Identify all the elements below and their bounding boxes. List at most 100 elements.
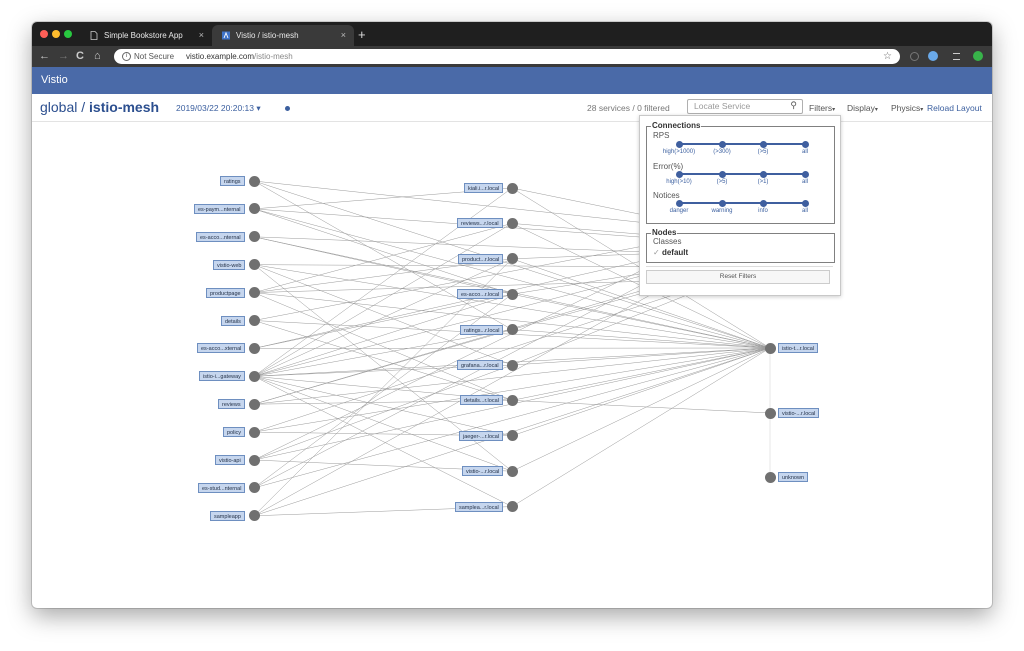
home-icon[interactable]: ⌂ bbox=[94, 50, 101, 62]
locate-service-input[interactable]: Locate Service⚲ bbox=[687, 99, 803, 114]
node-label[interactable]: es-acco...xternal bbox=[197, 343, 246, 354]
node-label[interactable]: product...r.local bbox=[458, 253, 504, 264]
filter-slider-label[interactable]: info bbox=[758, 208, 768, 214]
node-circle[interactable] bbox=[248, 203, 260, 215]
extension-icon[interactable] bbox=[973, 51, 983, 61]
node-circle[interactable] bbox=[506, 182, 518, 194]
node-circle[interactable] bbox=[248, 398, 260, 410]
filter-slider-track[interactable] bbox=[679, 173, 805, 175]
node-circle[interactable] bbox=[764, 471, 776, 483]
filter-slider-label[interactable]: (>1) bbox=[757, 179, 769, 185]
node-label[interactable]: grafana...r.local bbox=[457, 360, 503, 370]
timestamp-selector[interactable]: 2019/03/22 20:20:13 ▾ bbox=[176, 103, 261, 113]
menu-icon[interactable] bbox=[953, 53, 960, 60]
filter-slider-stop[interactable] bbox=[718, 170, 726, 178]
node-label[interactable]: vistio-web bbox=[213, 259, 246, 270]
back-icon[interactable]: ← bbox=[39, 50, 50, 62]
extension-icon[interactable] bbox=[928, 51, 938, 61]
extension-icon[interactable] bbox=[910, 52, 919, 61]
zoom-window-dot[interactable] bbox=[64, 30, 72, 38]
brand-title[interactable]: Vistio bbox=[41, 74, 68, 86]
node-label[interactable]: vistio-api bbox=[215, 455, 245, 465]
node-label[interactable]: istio-i...gateway bbox=[199, 371, 245, 382]
breadcrumb-global[interactable]: global bbox=[40, 99, 78, 115]
node-label[interactable]: sampleapp bbox=[210, 510, 245, 521]
node-circle[interactable] bbox=[248, 175, 260, 187]
node-circle[interactable] bbox=[764, 342, 776, 354]
filter-slider-label[interactable]: (>5) bbox=[757, 149, 769, 155]
filter-slider-stop[interactable] bbox=[801, 170, 809, 178]
filter-slider-stop[interactable] bbox=[718, 199, 726, 207]
tab-bookstore[interactable]: Simple Bookstore App × bbox=[80, 25, 212, 46]
close-tab-icon[interactable]: × bbox=[198, 30, 204, 40]
service-graph[interactable]: ratings es-paym...nternal es-acco...nterna… bbox=[32, 121, 992, 608]
node-label[interactable]: samplea...r.local bbox=[455, 501, 503, 512]
node-label[interactable]: reviews...r.local bbox=[457, 218, 503, 229]
node-circle[interactable] bbox=[506, 359, 518, 371]
node-circle[interactable] bbox=[506, 430, 518, 442]
filter-slider-label[interactable]: all bbox=[801, 149, 808, 155]
close-tab-icon[interactable]: × bbox=[340, 30, 346, 40]
filter-slider-stop[interactable] bbox=[675, 199, 683, 207]
reset-filters-button[interactable]: Reset Filters bbox=[646, 270, 830, 284]
node-circle[interactable] bbox=[506, 501, 518, 513]
node-label[interactable]: es-stud...nternal bbox=[198, 482, 246, 493]
node-circle[interactable] bbox=[506, 217, 518, 229]
node-label[interactable]: istio-t...r.local bbox=[778, 343, 819, 353]
node-circle[interactable] bbox=[506, 288, 518, 300]
bookmark-star-icon[interactable]: ☆ bbox=[883, 51, 892, 62]
class-default-option[interactable]: ✓ default bbox=[653, 248, 689, 257]
node-label[interactable]: productpage bbox=[206, 287, 245, 298]
node-label[interactable]: unknown bbox=[778, 472, 809, 482]
filter-slider-label[interactable]: danger bbox=[669, 208, 689, 214]
forward-icon[interactable]: → bbox=[58, 50, 69, 62]
node-label[interactable]: ratings bbox=[220, 176, 245, 186]
filter-slider-track[interactable] bbox=[679, 202, 805, 204]
node-label[interactable]: vistio-...r.local bbox=[778, 408, 820, 418]
node-circle[interactable] bbox=[248, 426, 260, 438]
filter-slider-stop[interactable] bbox=[759, 199, 767, 207]
filter-slider-label[interactable]: all bbox=[801, 208, 808, 214]
filter-slider-label[interactable]: high(>10) bbox=[666, 179, 692, 185]
node-circle[interactable] bbox=[248, 454, 260, 466]
search-icon[interactable]: ⚲ bbox=[790, 100, 797, 110]
node-circle[interactable] bbox=[248, 342, 260, 354]
info-icon[interactable]: i bbox=[122, 52, 131, 61]
node-label[interactable]: vistio-...r.local bbox=[462, 466, 504, 477]
reload-layout-button[interactable]: Reload Layout bbox=[927, 103, 982, 113]
node-circle[interactable] bbox=[248, 482, 260, 494]
filter-slider-stop[interactable] bbox=[801, 140, 809, 148]
filter-slider-label[interactable]: all bbox=[801, 179, 808, 185]
node-label[interactable]: kiali.i...r.local bbox=[464, 183, 504, 193]
node-label[interactable]: policy bbox=[223, 427, 246, 438]
filter-slider-label[interactable]: warning bbox=[711, 208, 733, 214]
address-bar[interactable]: i Not Secure vistio.example.com/istio-me… bbox=[114, 49, 900, 64]
filter-slider-label[interactable]: (>300) bbox=[713, 149, 731, 155]
node-circle[interactable] bbox=[248, 370, 260, 382]
minimize-window-dot[interactable] bbox=[52, 30, 60, 38]
filter-slider-label[interactable]: high(>1000) bbox=[662, 149, 696, 155]
filter-slider-stop[interactable] bbox=[675, 140, 683, 148]
new-tab-button[interactable]: + bbox=[358, 27, 366, 42]
filter-slider-label[interactable]: (>5) bbox=[716, 179, 728, 185]
node-circle[interactable] bbox=[506, 394, 518, 406]
node-circle[interactable] bbox=[506, 253, 518, 265]
filter-slider-stop[interactable] bbox=[718, 140, 726, 148]
node-circle[interactable] bbox=[248, 315, 260, 326]
physics-menu[interactable]: Physics▾ bbox=[891, 103, 924, 113]
node-circle[interactable] bbox=[506, 324, 518, 336]
node-label[interactable]: es-paym...nternal bbox=[194, 203, 245, 214]
filter-slider-stop[interactable] bbox=[675, 170, 683, 178]
filter-slider-stop[interactable] bbox=[801, 199, 809, 207]
node-circle[interactable] bbox=[506, 465, 518, 477]
node-label[interactable]: es-acco...nternal bbox=[196, 231, 245, 242]
node-circle[interactable] bbox=[764, 407, 776, 419]
reload-icon[interactable]: C bbox=[76, 50, 84, 62]
node-label[interactable]: details bbox=[221, 315, 245, 326]
close-window-dot[interactable] bbox=[40, 30, 48, 38]
filter-slider-stop[interactable] bbox=[759, 140, 767, 148]
display-menu[interactable]: Display▾ bbox=[847, 103, 878, 113]
node-label[interactable]: ratings...r.local bbox=[460, 324, 504, 335]
node-circle[interactable] bbox=[248, 510, 260, 522]
node-circle[interactable] bbox=[248, 287, 260, 299]
